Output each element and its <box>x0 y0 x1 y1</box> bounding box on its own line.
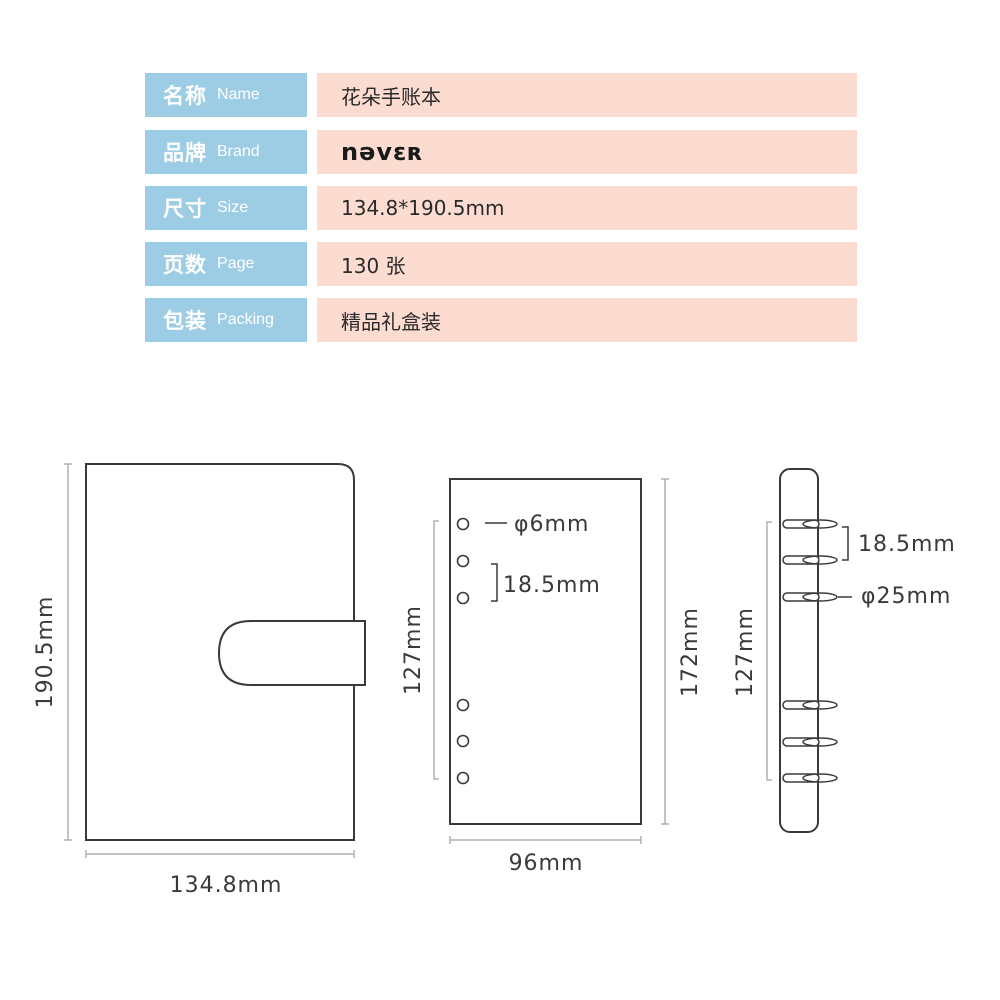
ring <box>782 592 838 602</box>
label-en: Name <box>217 86 260 103</box>
ring-span-line <box>766 521 772 781</box>
ring <box>782 519 838 529</box>
cover-clasp <box>217 620 366 686</box>
spec-row-brand: 品牌 Brand nəvɛʀ <box>145 130 857 174</box>
spec-value: 130 张 <box>317 242 857 286</box>
ring <box>782 737 838 747</box>
spec-value: 134.8*190.5mm <box>317 186 857 230</box>
label-en: Brand <box>217 143 260 160</box>
binder-drawing: 18.5mm φ25mm 127mm <box>733 468 956 833</box>
hole <box>456 734 470 748</box>
cover-width-label: 134.8mm <box>170 873 283 898</box>
label-cn: 名称 <box>163 84 207 108</box>
spec-label: 页数 Page <box>145 242 307 286</box>
spec-label: 尺寸 Size <box>145 186 307 230</box>
binder-spine <box>779 468 819 833</box>
ring <box>782 773 838 783</box>
ring <box>782 700 838 710</box>
label-en: Packing <box>217 311 274 328</box>
label-cn: 包装 <box>163 309 207 333</box>
cover-height-label: 190.5mm <box>33 596 58 709</box>
hole <box>456 698 470 712</box>
sheet-drawing: φ6mm 18.5mm 127mm 172mm 96mm <box>401 478 703 876</box>
ring-spacing-label: 18.5mm <box>858 532 956 557</box>
cover-outline <box>85 463 355 841</box>
spec-label: 名称 Name <box>145 73 307 117</box>
hole <box>456 771 470 785</box>
cover-drawing: 190.5mm 134.8mm <box>33 463 366 898</box>
spec-value: 花朵手账本 <box>317 73 857 117</box>
hole <box>456 554 470 568</box>
sheet-height-label: 172mm <box>678 607 703 697</box>
hole-span-label: 127mm <box>401 605 426 695</box>
sheet-outline <box>449 478 642 825</box>
hole-spacing-label: 18.5mm <box>503 573 601 598</box>
hole-spacing-bracket <box>491 563 498 602</box>
spec-label: 品牌 Brand <box>145 130 307 174</box>
spec-row-size: 尺寸 Size 134.8*190.5mm <box>145 186 857 230</box>
label-cn: 尺寸 <box>163 197 207 221</box>
ring-diameter-label: φ25mm <box>861 584 951 609</box>
sheet-width-label: 96mm <box>509 851 584 876</box>
brand-logo: nəvɛʀ <box>341 138 424 166</box>
spec-value: 精品礼盒装 <box>317 298 857 342</box>
spec-label: 包装 Packing <box>145 298 307 342</box>
spec-row-packing: 包装 Packing 精品礼盒装 <box>145 298 857 342</box>
label-cn: 品牌 <box>163 141 207 165</box>
hole-span-line <box>433 520 439 780</box>
hole-diameter-label: φ6mm <box>514 512 589 537</box>
ring-spacing-bracket <box>842 526 849 561</box>
spec-value: nəvɛʀ <box>317 130 857 174</box>
spec-row-name: 名称 Name 花朵手账本 <box>145 73 857 117</box>
hole <box>456 517 470 531</box>
ring <box>782 555 838 565</box>
label-en: Page <box>217 255 255 272</box>
hole <box>456 591 470 605</box>
ring-span-label: 127mm <box>733 607 758 697</box>
label-cn: 页数 <box>163 253 207 277</box>
label-en: Size <box>217 199 249 216</box>
spec-row-page: 页数 Page 130 张 <box>145 242 857 286</box>
